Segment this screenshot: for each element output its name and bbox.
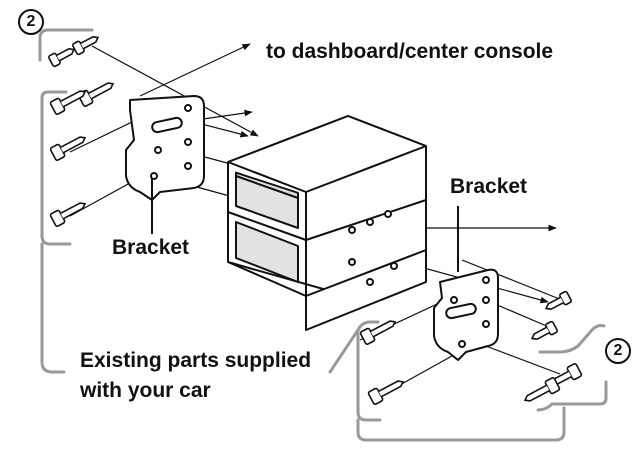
label-existing-line2: with your car (80, 379, 211, 402)
screw-icon (367, 380, 405, 405)
right-bracket (433, 206, 499, 361)
screw-icon (530, 320, 558, 341)
label-dashboard: to dashboard/center console (266, 40, 554, 63)
screw-icon (49, 136, 87, 161)
screw-icon (359, 320, 397, 345)
screw-icon (49, 202, 87, 227)
label-bracket-right: Bracket (450, 175, 528, 198)
label-bracket-left: Bracket (112, 236, 190, 259)
callout-number-right: 2 (605, 338, 631, 364)
screws (48, 35, 583, 405)
left-bracket (125, 95, 205, 234)
label-existing-parts: Existing parts supplied with your car (80, 346, 311, 406)
screw-icon (48, 47, 76, 68)
label-existing-line1: Existing parts supplied (80, 349, 312, 372)
head-unit-box (227, 115, 427, 331)
screw-icon (523, 377, 561, 402)
screw-icon (544, 290, 572, 311)
brace-lines (38, 28, 608, 442)
screw-icon (49, 90, 87, 115)
callout-number-top-left: 2 (18, 9, 44, 35)
screw-icon (72, 35, 100, 56)
